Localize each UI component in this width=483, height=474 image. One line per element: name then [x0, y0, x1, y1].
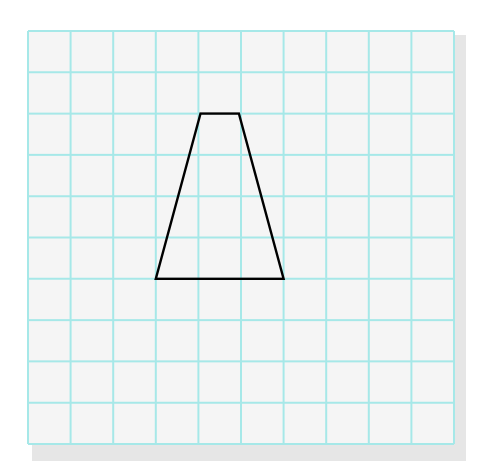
trapezoid-shape [154, 112, 286, 280]
grid-lines [27, 30, 455, 445]
